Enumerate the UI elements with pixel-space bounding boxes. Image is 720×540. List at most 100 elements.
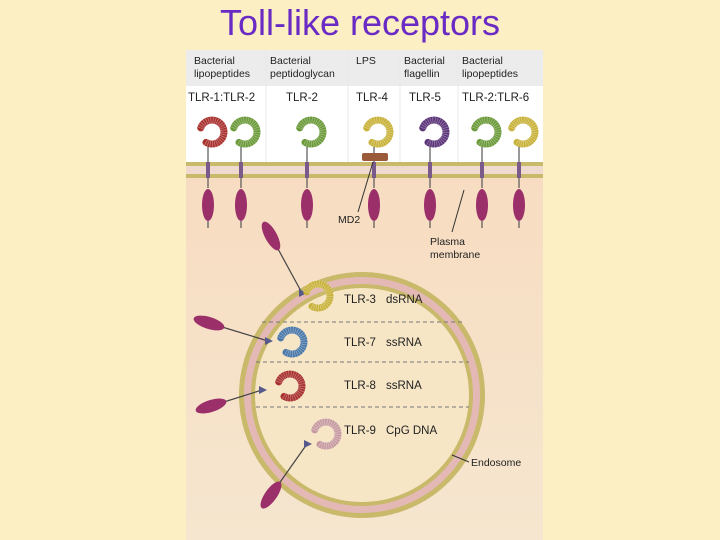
- endosome-lipid-head: [449, 475, 453, 479]
- endosome-lipid-head: [284, 314, 289, 319]
- endosome-lipid-head: [346, 501, 351, 506]
- membrane-lipid-head: [191, 174, 195, 178]
- endosome-lipid-head: [274, 307, 279, 312]
- endosome-lipid-head: [258, 326, 263, 331]
- ligand-label-line1: Bacterial: [462, 55, 503, 67]
- membrane-lipid-head: [226, 174, 230, 178]
- membrane-lipid-head: [341, 174, 345, 178]
- endosome-lipid-head: [251, 446, 256, 451]
- membrane-lipid-head: [456, 174, 460, 178]
- endosome-lipid-head: [239, 403, 244, 407]
- endosome-lipid-head: [417, 286, 422, 291]
- endosome-lipid-head: [278, 304, 282, 308]
- endosome-lipid-head: [467, 412, 472, 417]
- endosome-lipid-head: [257, 356, 262, 361]
- endosome-lipid-head: [409, 490, 414, 495]
- endosome-lipid-head: [259, 351, 264, 356]
- endosome-lipid-head: [340, 273, 345, 278]
- endosome-lipid-head: [386, 287, 390, 292]
- endosome-lipid-head: [434, 488, 439, 493]
- membrane-lipid-head: [456, 162, 460, 166]
- lrr-ectodomain: [362, 116, 395, 149]
- endosome-lipid-head: [253, 370, 258, 375]
- surface-receptor-label: TLR-2:TLR-6: [462, 92, 529, 104]
- endosome-lipid-head: [422, 482, 427, 487]
- lrr-ectodomain: [274, 370, 307, 403]
- membrane-lipid-head: [256, 174, 260, 178]
- membrane-lipid-head: [526, 174, 530, 178]
- endosome-lipid-head: [376, 285, 381, 290]
- endosome-lipid-head: [239, 408, 244, 412]
- endosome-lipid-head: [477, 422, 482, 427]
- endosome-lipid-head: [256, 331, 261, 336]
- membrane-lipid-head: [256, 162, 260, 166]
- endosome-lipid-head: [408, 503, 413, 508]
- lrr-ectodomain: [507, 116, 540, 149]
- membrane-lipid-head: [366, 162, 370, 166]
- membrane-lipid-head: [356, 162, 360, 166]
- lrr-ectodomain: [295, 116, 328, 149]
- endosome-lipid-head: [450, 331, 455, 336]
- membrane-lipid-head: [351, 162, 355, 166]
- endosome-lipid-head: [261, 347, 266, 351]
- membrane-lipid-head: [281, 162, 285, 166]
- membrane-lipid-head: [261, 174, 265, 178]
- membrane-lipid-head: [531, 162, 535, 166]
- endosome-lipid-head: [395, 290, 400, 294]
- ligand-label-line1: Bacterial: [404, 55, 445, 67]
- endosome-lipid-head: [256, 454, 261, 459]
- membrane-lipid-head: [341, 162, 345, 166]
- membrane-lipid-head: [251, 174, 255, 178]
- endosome-lipid-head: [251, 339, 256, 344]
- endosome-lipid-head: [463, 427, 468, 432]
- endosome-lipid-head: [468, 378, 472, 383]
- endosome-lipid-head: [463, 331, 468, 336]
- endosome-lipid-head: [257, 429, 262, 434]
- endosome-lipid-head: [293, 291, 298, 296]
- endosome-lipid-head: [466, 450, 471, 455]
- membrane-lipid-head: [501, 162, 505, 166]
- endosome-lipid-head: [268, 333, 273, 338]
- endosome-lipid-head: [258, 459, 263, 464]
- receptor-transmembrane-tail: [513, 146, 525, 228]
- endosome-lipid-head: [394, 277, 399, 281]
- membrane-lipid-head: [506, 162, 510, 166]
- membrane-lipid-head: [286, 174, 290, 178]
- membrane-lipid-head: [511, 162, 515, 166]
- endosome-lipid-head: [480, 383, 485, 387]
- endosome-lipid-head: [413, 284, 418, 289]
- endosome-lipid-head: [400, 291, 405, 296]
- endosome-lipid-head: [370, 513, 374, 518]
- membrane-lipid-head: [476, 174, 480, 178]
- membrane-lipid-head: [396, 174, 400, 178]
- endosome-lipid-head: [274, 478, 279, 483]
- endosome-lipid-head: [345, 513, 349, 518]
- endosome-lipid-head: [430, 491, 435, 496]
- endosome-lipid-head: [261, 439, 266, 443]
- endosome-lipid-head: [293, 494, 298, 499]
- endosome-lipid-head: [291, 308, 296, 312]
- endosome-lipid-head: [336, 286, 341, 291]
- membrane-lipid-head: [421, 174, 425, 178]
- endosome-lipid-head: [384, 511, 389, 516]
- membrane-lipid-head: [216, 174, 220, 178]
- endosome-lipid-head: [304, 486, 309, 491]
- membrane-lipid-head: [376, 174, 380, 178]
- endosomal-receptor: [260, 418, 343, 509]
- membrane-lipid-head: [191, 162, 195, 166]
- endosome-lipid-head: [384, 274, 389, 279]
- membrane-lipid-head: [406, 174, 410, 178]
- membrane-lipid-head: [276, 174, 280, 178]
- endosome-lipid-head: [478, 417, 483, 422]
- endosome-lipid-head: [289, 294, 294, 299]
- endosome-lipid-head: [277, 321, 282, 326]
- membrane-lipid-head: [331, 162, 335, 166]
- endosome-lipid-head: [350, 513, 354, 518]
- endosome-lipid-head: [433, 473, 438, 478]
- endosome-lipid-head: [381, 499, 386, 504]
- endosome-lipid-head: [461, 326, 466, 331]
- endosome-lipid-head: [308, 489, 313, 493]
- endosome-lipid-head: [470, 344, 475, 349]
- endosome-lipid-head: [371, 501, 376, 506]
- endosome-lipid-head: [466, 417, 471, 422]
